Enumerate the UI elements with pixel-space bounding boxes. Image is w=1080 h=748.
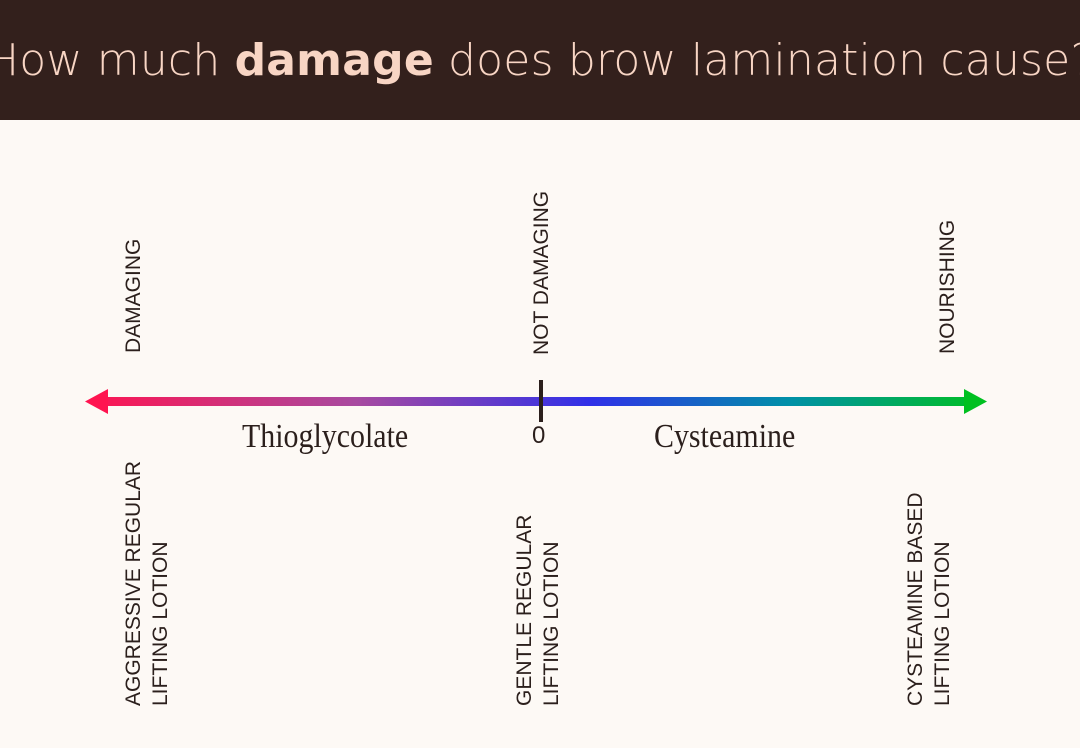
right-arrowhead <box>964 389 987 414</box>
damaging-label: DAMAGING <box>122 238 145 353</box>
zero-label: 0 <box>532 422 546 449</box>
gentle-lotion-line-1: GENTLE REGULAR <box>513 514 536 706</box>
page-title: How much damage does brow lamination cau… <box>0 34 1080 86</box>
nourishing-label: NOURISHING <box>936 219 959 354</box>
aggressive-lotion-line-1: AGGRESSIVE REGULAR <box>122 460 145 706</box>
thioglycolate-label: Thioglycolate <box>242 418 409 455</box>
gentle-lotion-line-2: LIFTING LOTION <box>540 541 563 706</box>
axis-line <box>100 397 970 406</box>
header: How much damage does brow lamination cau… <box>0 0 1080 120</box>
cysteamine-lotion-line-2: LIFTING LOTION <box>931 541 954 706</box>
not-damaging-label: NOT DAMAGING <box>530 190 553 355</box>
cysteamine-label: Cysteamine <box>654 418 796 455</box>
cysteamine-lotion-line-1: CYSTEAMINE BASED <box>904 492 927 706</box>
zero-tick <box>539 380 543 422</box>
left-arrowhead <box>85 389 108 414</box>
aggressive-lotion-line-2: LIFTING LOTION <box>149 541 172 706</box>
